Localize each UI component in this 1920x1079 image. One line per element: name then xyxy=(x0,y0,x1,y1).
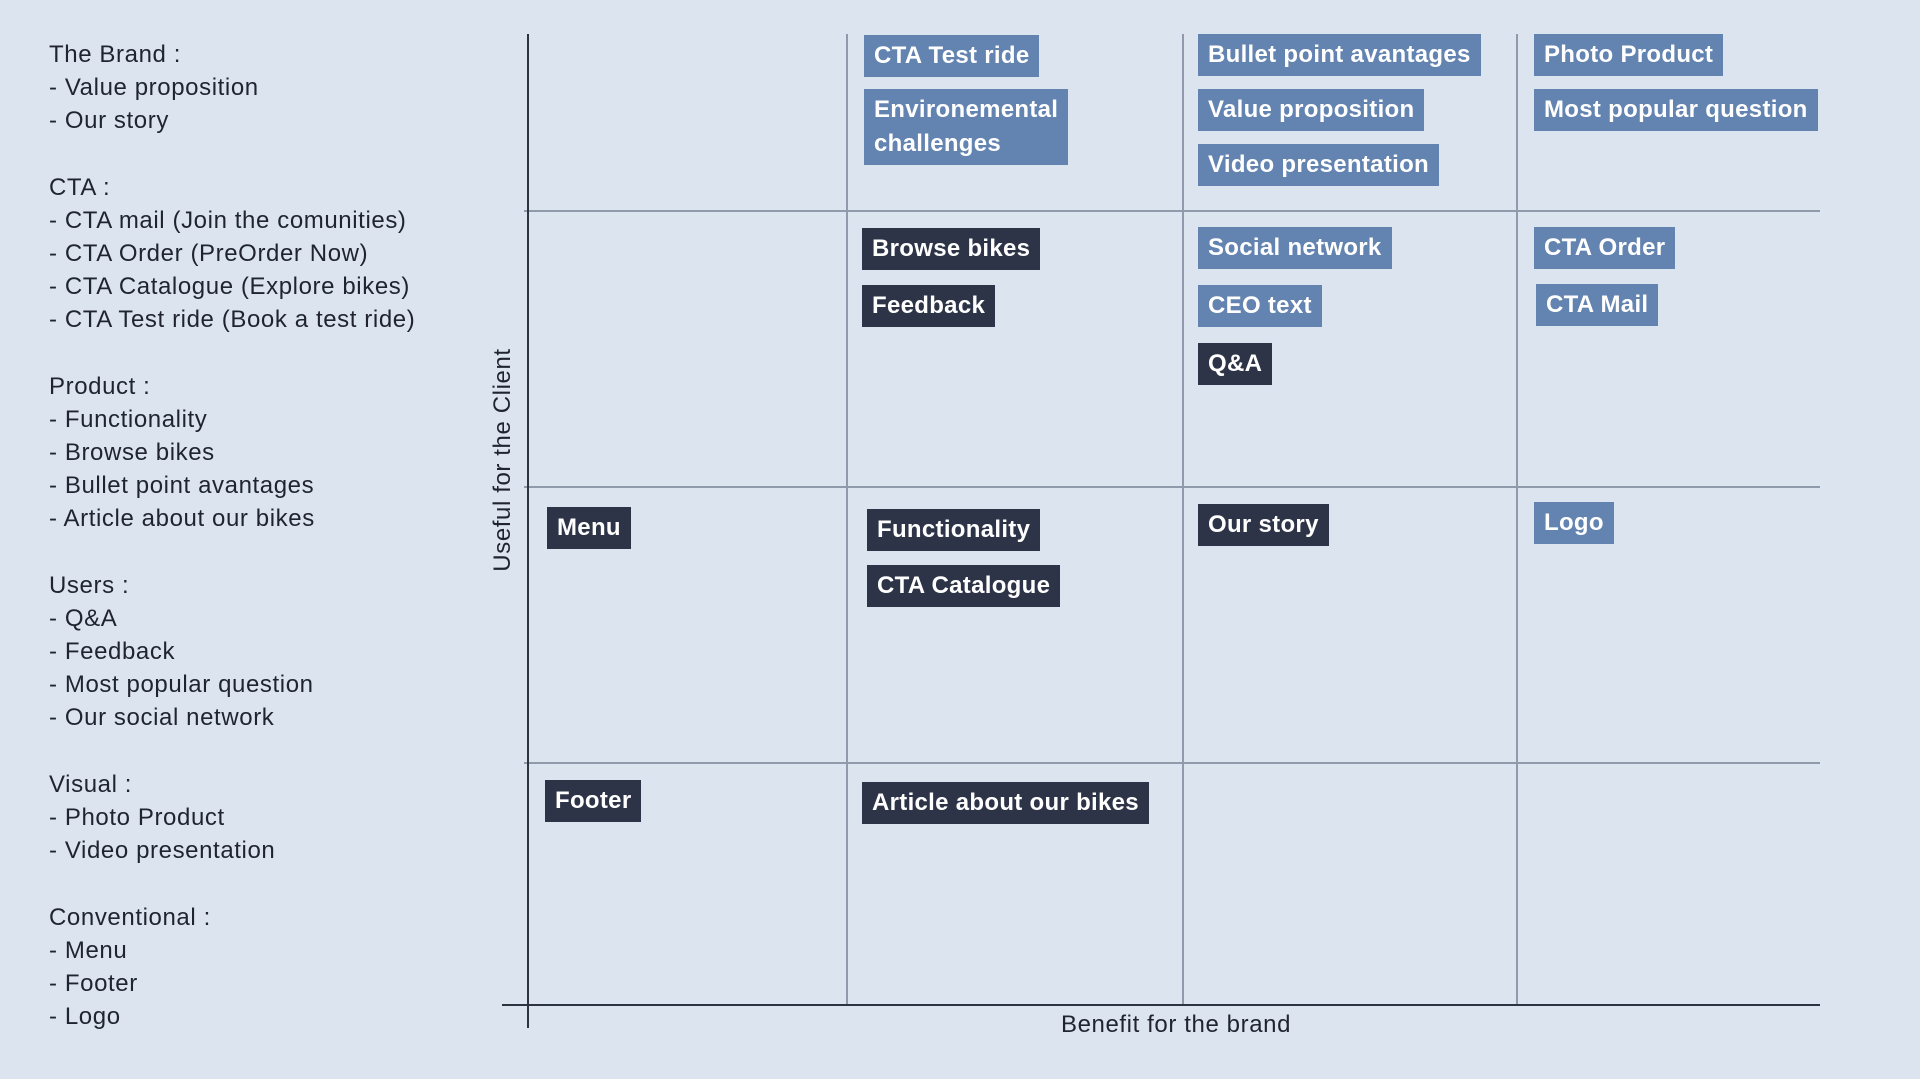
tag-photo-product: Photo Product xyxy=(1534,34,1724,76)
tag-our-story: Our story xyxy=(1198,504,1329,546)
tag-qa: Q&A xyxy=(1198,343,1273,385)
legend-group-cta: CTA : - CTA mail (Join the comunities) -… xyxy=(49,171,415,336)
tag-value-proposition: Value proposition xyxy=(1198,89,1425,131)
legend-item: - Browse bikes xyxy=(49,439,215,466)
legend-item: - CTA Order (PreOrder Now) xyxy=(49,240,369,267)
tag-browse-bikes: Browse bikes xyxy=(862,228,1041,270)
tag-social-network: Social network xyxy=(1198,227,1392,269)
legend-group-brand: The Brand : - Value proposition - Our st… xyxy=(49,38,415,137)
tag-cta-test-ride: CTA Test ride xyxy=(864,35,1040,77)
grid-column-divider xyxy=(1182,34,1184,1006)
legend-group-title: Conventional : xyxy=(49,904,211,931)
legend-item: - CTA Test ride (Book a test ride) xyxy=(49,306,416,333)
tag-cta-mail: CTA Mail xyxy=(1536,284,1659,326)
tag-bullet-point-avantages: Bullet point avantages xyxy=(1198,34,1481,76)
legend-item: - CTA mail (Join the comunities) xyxy=(49,207,407,234)
legend-group-title: Users : xyxy=(49,572,130,599)
legend-item: - Our social network xyxy=(49,704,275,731)
tag-cta-catalogue: CTA Catalogue xyxy=(867,565,1061,607)
legend-item: - Value proposition xyxy=(49,74,259,101)
legend-item: - Photo Product xyxy=(49,804,225,831)
tag-footer: Footer xyxy=(545,780,642,822)
legend-group-title: Product : xyxy=(49,373,151,400)
legend-group-visual: Visual : - Photo Product - Video present… xyxy=(49,768,415,867)
legend-group-title: The Brand : xyxy=(49,41,182,68)
legend-item: - Bullet point avantages xyxy=(49,472,315,499)
grid-row-divider xyxy=(524,486,1820,488)
y-axis-label: Useful for the Client xyxy=(489,348,516,572)
grid-column-divider xyxy=(1516,34,1518,1006)
tag-environmental-challenges: Environemental challenges xyxy=(864,89,1068,165)
y-axis xyxy=(527,34,529,1028)
tag-video-presentation: Video presentation xyxy=(1198,144,1440,186)
tag-cta-order: CTA Order xyxy=(1534,227,1676,269)
legend-item: - Menu xyxy=(49,937,128,964)
tag-ceo-text: CEO text xyxy=(1198,285,1322,327)
category-legend: The Brand : - Value proposition - Our st… xyxy=(49,38,415,1067)
legend-item: - Footer xyxy=(49,970,138,997)
legend-group-conventional: Conventional : - Menu - Footer - Logo xyxy=(49,901,415,1033)
legend-group-title: Visual : xyxy=(49,771,133,798)
legend-group-title: CTA : xyxy=(49,174,111,201)
grid-column-divider xyxy=(846,34,848,1006)
x-axis-label: Benefit for the brand xyxy=(1060,1011,1292,1038)
legend-item: - Our story xyxy=(49,107,169,134)
x-axis xyxy=(502,1004,1820,1006)
tag-logo: Logo xyxy=(1534,502,1614,544)
grid-row-divider xyxy=(524,210,1820,212)
legend-item: - Feedback xyxy=(49,638,176,665)
tag-feedback: Feedback xyxy=(862,285,996,327)
legend-group-users: Users : - Q&A - Feedback - Most popular … xyxy=(49,569,415,734)
legend-item: - Q&A xyxy=(49,605,118,632)
legend-item: - Article about our bikes xyxy=(49,505,315,532)
tag-article-about-our-bikes: Article about our bikes xyxy=(862,782,1149,824)
legend-item: - Logo xyxy=(49,1003,121,1030)
grid-row-divider xyxy=(524,762,1820,764)
tag-functionality: Functionality xyxy=(867,509,1041,551)
legend-item: - Video presentation xyxy=(49,837,276,864)
legend-group-product: Product : - Functionality - Browse bikes… xyxy=(49,370,415,535)
legend-item: - Most popular question xyxy=(49,671,314,698)
legend-item: - Functionality xyxy=(49,406,208,433)
legend-item: - CTA Catalogue (Explore bikes) xyxy=(49,273,410,300)
tag-most-popular-question: Most popular question xyxy=(1534,89,1818,131)
tag-menu: Menu xyxy=(547,507,631,549)
